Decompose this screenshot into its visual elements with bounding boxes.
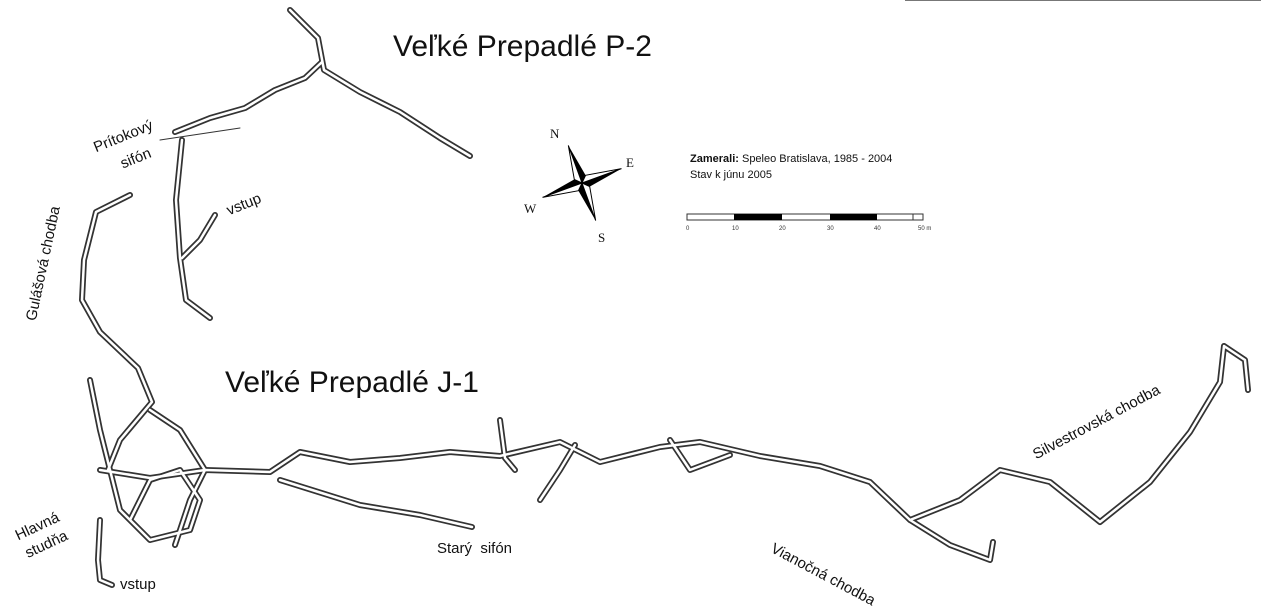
compass-e: E: [626, 155, 634, 170]
scale-tick: 10: [732, 226, 739, 232]
credits: Zamerali: Speleo Bratislava, 1985 - 2004…: [690, 151, 892, 183]
scale-bar: [686, 213, 924, 221]
label-stary-sifon: Starý sifón: [437, 540, 513, 557]
frame-line: [905, 0, 1261, 1]
title-j1: Veľké Prepadlé J-1: [225, 366, 479, 399]
label-vstup-bottom: vstup: [120, 576, 156, 593]
compass-n: N: [550, 126, 560, 141]
scale-tick: 50 m: [918, 226, 931, 232]
passage-p2-west: [172, 59, 325, 135]
credits-status: Stav k júnu 2005: [690, 169, 772, 181]
credits-label: Zamerali:: [690, 153, 739, 165]
scale-tick: 0: [686, 226, 690, 232]
compass-s: S: [598, 230, 605, 245]
sifon-leader-line: [159, 127, 241, 141]
passage-gulasova: [79, 192, 155, 473]
credits-text: Speleo Bratislava, 1985 - 2004: [738, 153, 893, 165]
scale-tick: 20: [779, 226, 786, 232]
title-p2: Veľké Prepadlé P-2: [393, 30, 652, 63]
cave-passage-outlines: [79, 7, 1251, 588]
scale-tick: 40: [874, 226, 881, 232]
scale-tick: 30: [827, 226, 834, 232]
passage-vianocna: [907, 517, 996, 563]
compass-rose-icon: [542, 145, 622, 221]
compass-w: W: [524, 201, 537, 216]
